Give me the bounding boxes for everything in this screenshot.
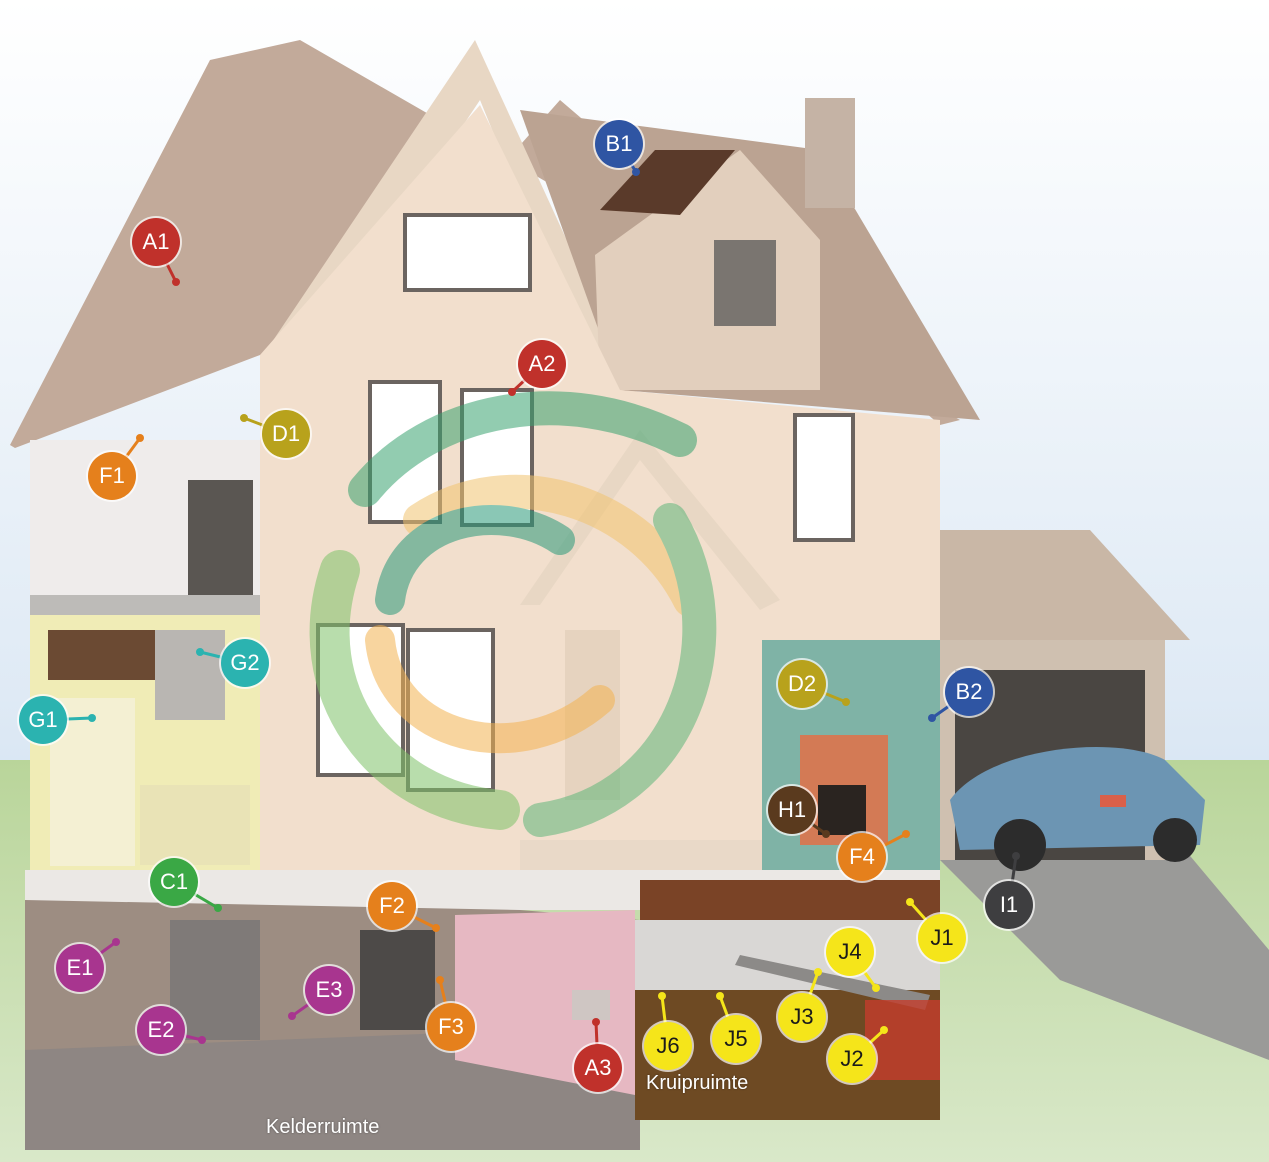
marker-e1[interactable]: E1	[56, 944, 104, 992]
marker-j4[interactable]: J4	[826, 928, 874, 976]
marker-i1[interactable]: I1	[985, 881, 1033, 929]
marker-g2[interactable]: G2	[221, 639, 269, 687]
marker-b1[interactable]: B1	[595, 120, 643, 168]
chimney	[805, 98, 855, 208]
marker-d2[interactable]: D2	[778, 660, 826, 708]
basement-label: Kelderruimte	[266, 1116, 379, 1139]
marker-f2[interactable]: F2	[368, 882, 416, 930]
marker-j6[interactable]: J6	[644, 1022, 692, 1070]
marker-g1[interactable]: G1	[19, 696, 67, 744]
crawlspace-label: Kruipruimte	[646, 1072, 748, 1095]
marker-j3[interactable]: J3	[778, 993, 826, 1041]
marker-a3[interactable]: A3	[574, 1044, 622, 1092]
marker-b2[interactable]: B2	[945, 668, 993, 716]
marker-a2[interactable]: A2	[518, 340, 566, 388]
marker-f3[interactable]: F3	[427, 1003, 475, 1051]
marker-c1[interactable]: C1	[150, 858, 198, 906]
marker-f4[interactable]: F4	[838, 833, 886, 881]
marker-a1[interactable]: A1	[132, 218, 180, 266]
marker-h1[interactable]: H1	[768, 786, 816, 834]
marker-j5[interactable]: J5	[712, 1015, 760, 1063]
marker-j2[interactable]: J2	[828, 1035, 876, 1083]
marker-e2[interactable]: E2	[137, 1006, 185, 1054]
marker-d1[interactable]: D1	[262, 410, 310, 458]
marker-f1[interactable]: F1	[88, 452, 136, 500]
marker-e3[interactable]: E3	[305, 966, 353, 1014]
marker-j1[interactable]: J1	[918, 914, 966, 962]
